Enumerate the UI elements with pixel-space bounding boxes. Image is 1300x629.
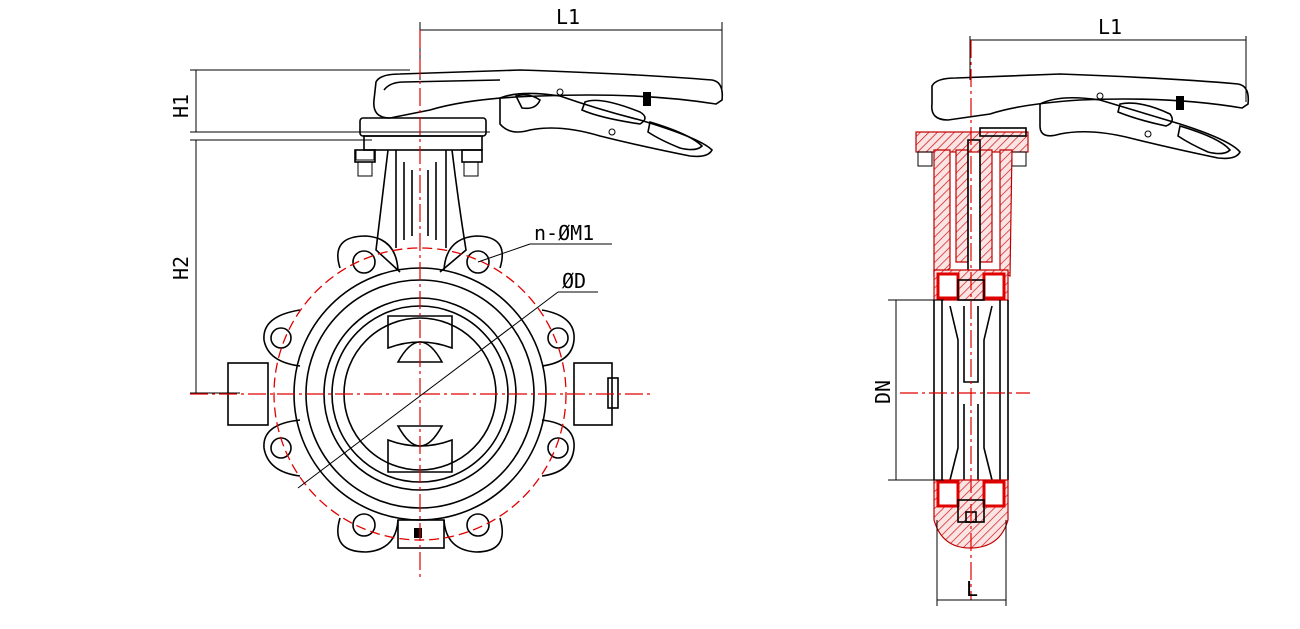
side-l1-dimension: L1 <box>969 15 1247 102</box>
side-l-label: L <box>966 577 978 601</box>
front-h1-dimension: H1 <box>169 69 490 133</box>
bolt-note-label: n-ØM1 <box>534 221 594 245</box>
side-l1-label: L1 <box>1098 15 1122 39</box>
front-h2-dimension: H2 <box>169 139 372 394</box>
front-top-flange <box>354 117 487 177</box>
front-l1-label: L1 <box>556 5 580 29</box>
bolt-note-leader: n-ØM1 <box>477 221 612 263</box>
front-l1-dimension: L1 <box>419 5 723 95</box>
side-view: L1 <box>871 15 1250 606</box>
front-view: L1 H1 H2 <box>169 5 724 580</box>
diameter-note-label: ØD <box>562 269 586 293</box>
side-body <box>933 300 1009 481</box>
side-l-dimension: L <box>936 520 1007 606</box>
side-neck <box>933 139 1013 281</box>
front-neck <box>375 149 467 273</box>
front-h2-label: H2 <box>169 256 193 280</box>
front-h1-label: H1 <box>169 94 193 118</box>
side-dn-label: DN <box>871 380 895 404</box>
diameter-note-leader: ØD <box>297 269 598 489</box>
front-handle <box>373 69 724 158</box>
side-handle <box>931 73 1250 160</box>
side-dn-dimension: DN <box>871 299 944 481</box>
